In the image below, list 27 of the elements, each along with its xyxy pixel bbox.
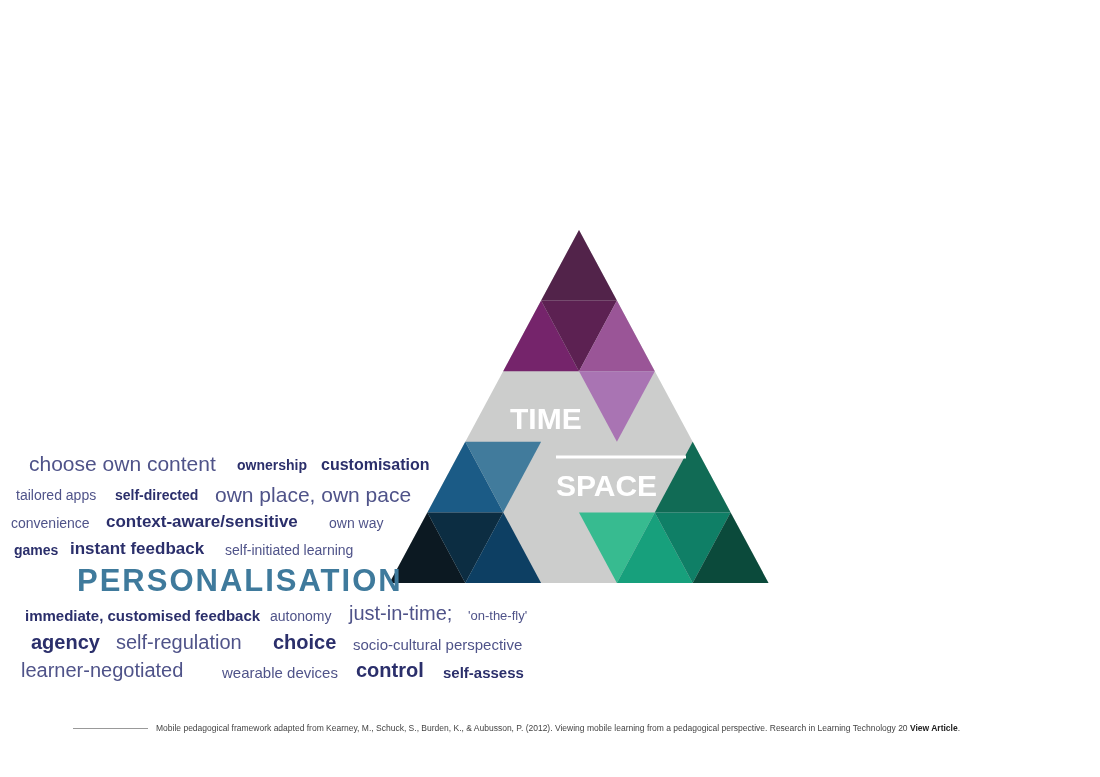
word-cloud-term: learner-negotiated [21,660,184,680]
word-cloud-term: socio-cultural perspective [353,637,523,652]
word-cloud-term: ownership [237,458,307,472]
heading: PERSONALISATION [77,565,403,596]
word-cloud-term: tailored apps [16,488,97,502]
word-cloud-term: immediate, customised feedback [25,608,261,623]
word-cloud-term: wearable devices [222,665,338,680]
word-cloud-term: games [14,543,59,557]
word-cloud-term: convenience [11,516,90,530]
word-cloud-term: just-in-time; [349,603,453,623]
word-cloud-term: control [356,660,424,680]
word-cloud-term: own way [329,516,384,530]
source-caption: Mobile pedagogical framework adapted from Kearney, M., Schuck, S., Burden, K., & Aubusson, P. (2012). Viewing mobile learning from a pedagogical perspective. Research in Learning Technology 20 View Article. [156,724,961,733]
word-cloud-term: choice [273,632,337,652]
word-cloud-term: self-directed [115,488,199,502]
word-cloud-term: agency [31,632,100,652]
word-cloud-term: 'on-the-fly' [468,609,528,622]
word-cloud-term: self-regulation [116,632,242,652]
word-cloud-term: self-assess [443,665,524,680]
word-cloud-term: choose own content [29,453,216,474]
word-cloud-term: customisation [321,457,430,473]
word-cloud-term: instant feedback [70,540,205,557]
view-article-link: View Article [909,723,958,733]
word-cloud-term: context-aware/sensitive [106,513,298,530]
word-cloud-term: self-initiated learning [225,543,354,557]
word-cloud-term: autonomy [270,609,332,623]
word-cloud-term: own place, own pace [215,484,412,505]
